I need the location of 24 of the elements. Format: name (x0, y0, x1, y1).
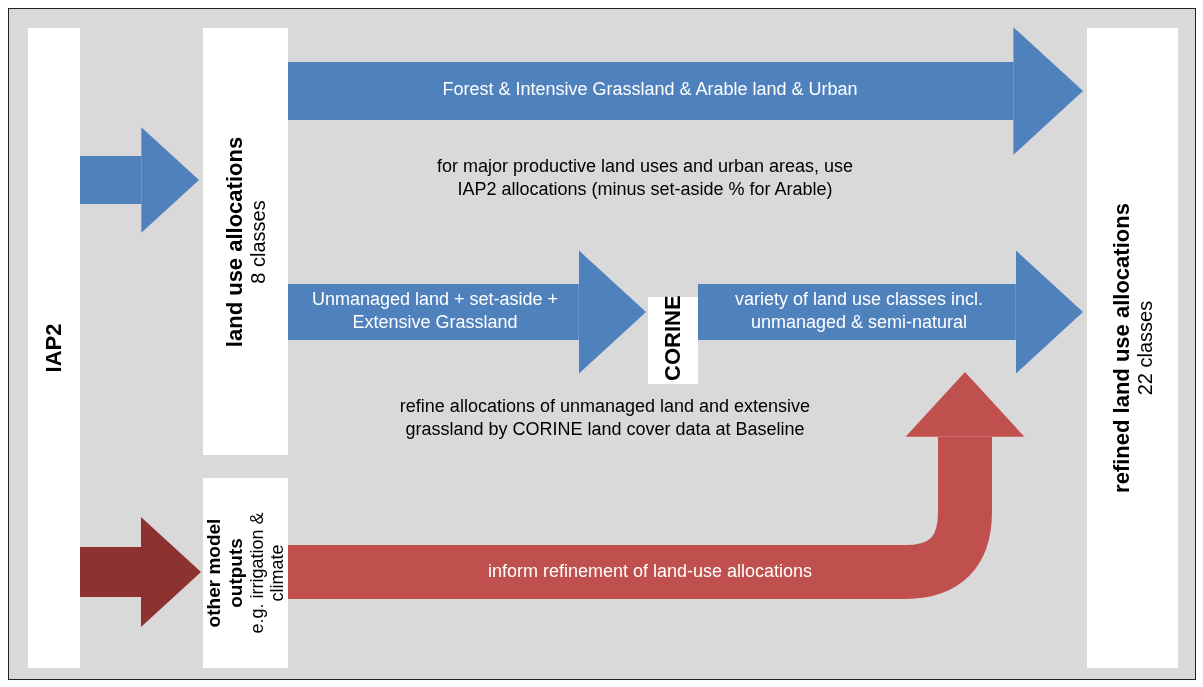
model-box (28, 28, 80, 668)
annotation-text: for major productive land uses and urban areas, use IAP2 allocations (minus set-aside % for Arable) (435, 155, 855, 202)
block-arrow (288, 372, 1025, 599)
dataset-box (648, 297, 698, 384)
block-arrow (80, 127, 199, 233)
block-arrow (698, 250, 1083, 374)
box-subtext: 8 classes (246, 198, 270, 286)
block-arrow (288, 27, 1083, 155)
edge-label: Unmanaged land + set-aside + Extensive Grassland (310, 288, 560, 335)
allocation-box (203, 28, 288, 455)
block-arrow (288, 250, 646, 374)
output-box (1087, 28, 1178, 668)
model-outputs-box (203, 478, 288, 668)
block-arrow (80, 517, 201, 627)
edge-label: inform refinement of land-use allocations (486, 560, 814, 583)
box-heading: other model outputs (202, 517, 247, 630)
box-subtext: 22 classes (1133, 299, 1157, 398)
box-heading: IAP2 (41, 322, 67, 375)
box-subtext: e.g. irrigation & climate (246, 511, 289, 636)
box-heading: land use allocations (221, 135, 247, 349)
box-heading: refined land use allocations (1108, 202, 1134, 495)
edge-label: Forest & Intensive Grassland & Arable land & Urban (441, 78, 859, 101)
annotation-text: refine allocations of unmanaged land and extensive grassland by CORINE land cover data at Baseline (398, 395, 812, 442)
edge-label: variety of land use classes incl. unmanaged & semi-natural (733, 288, 985, 335)
